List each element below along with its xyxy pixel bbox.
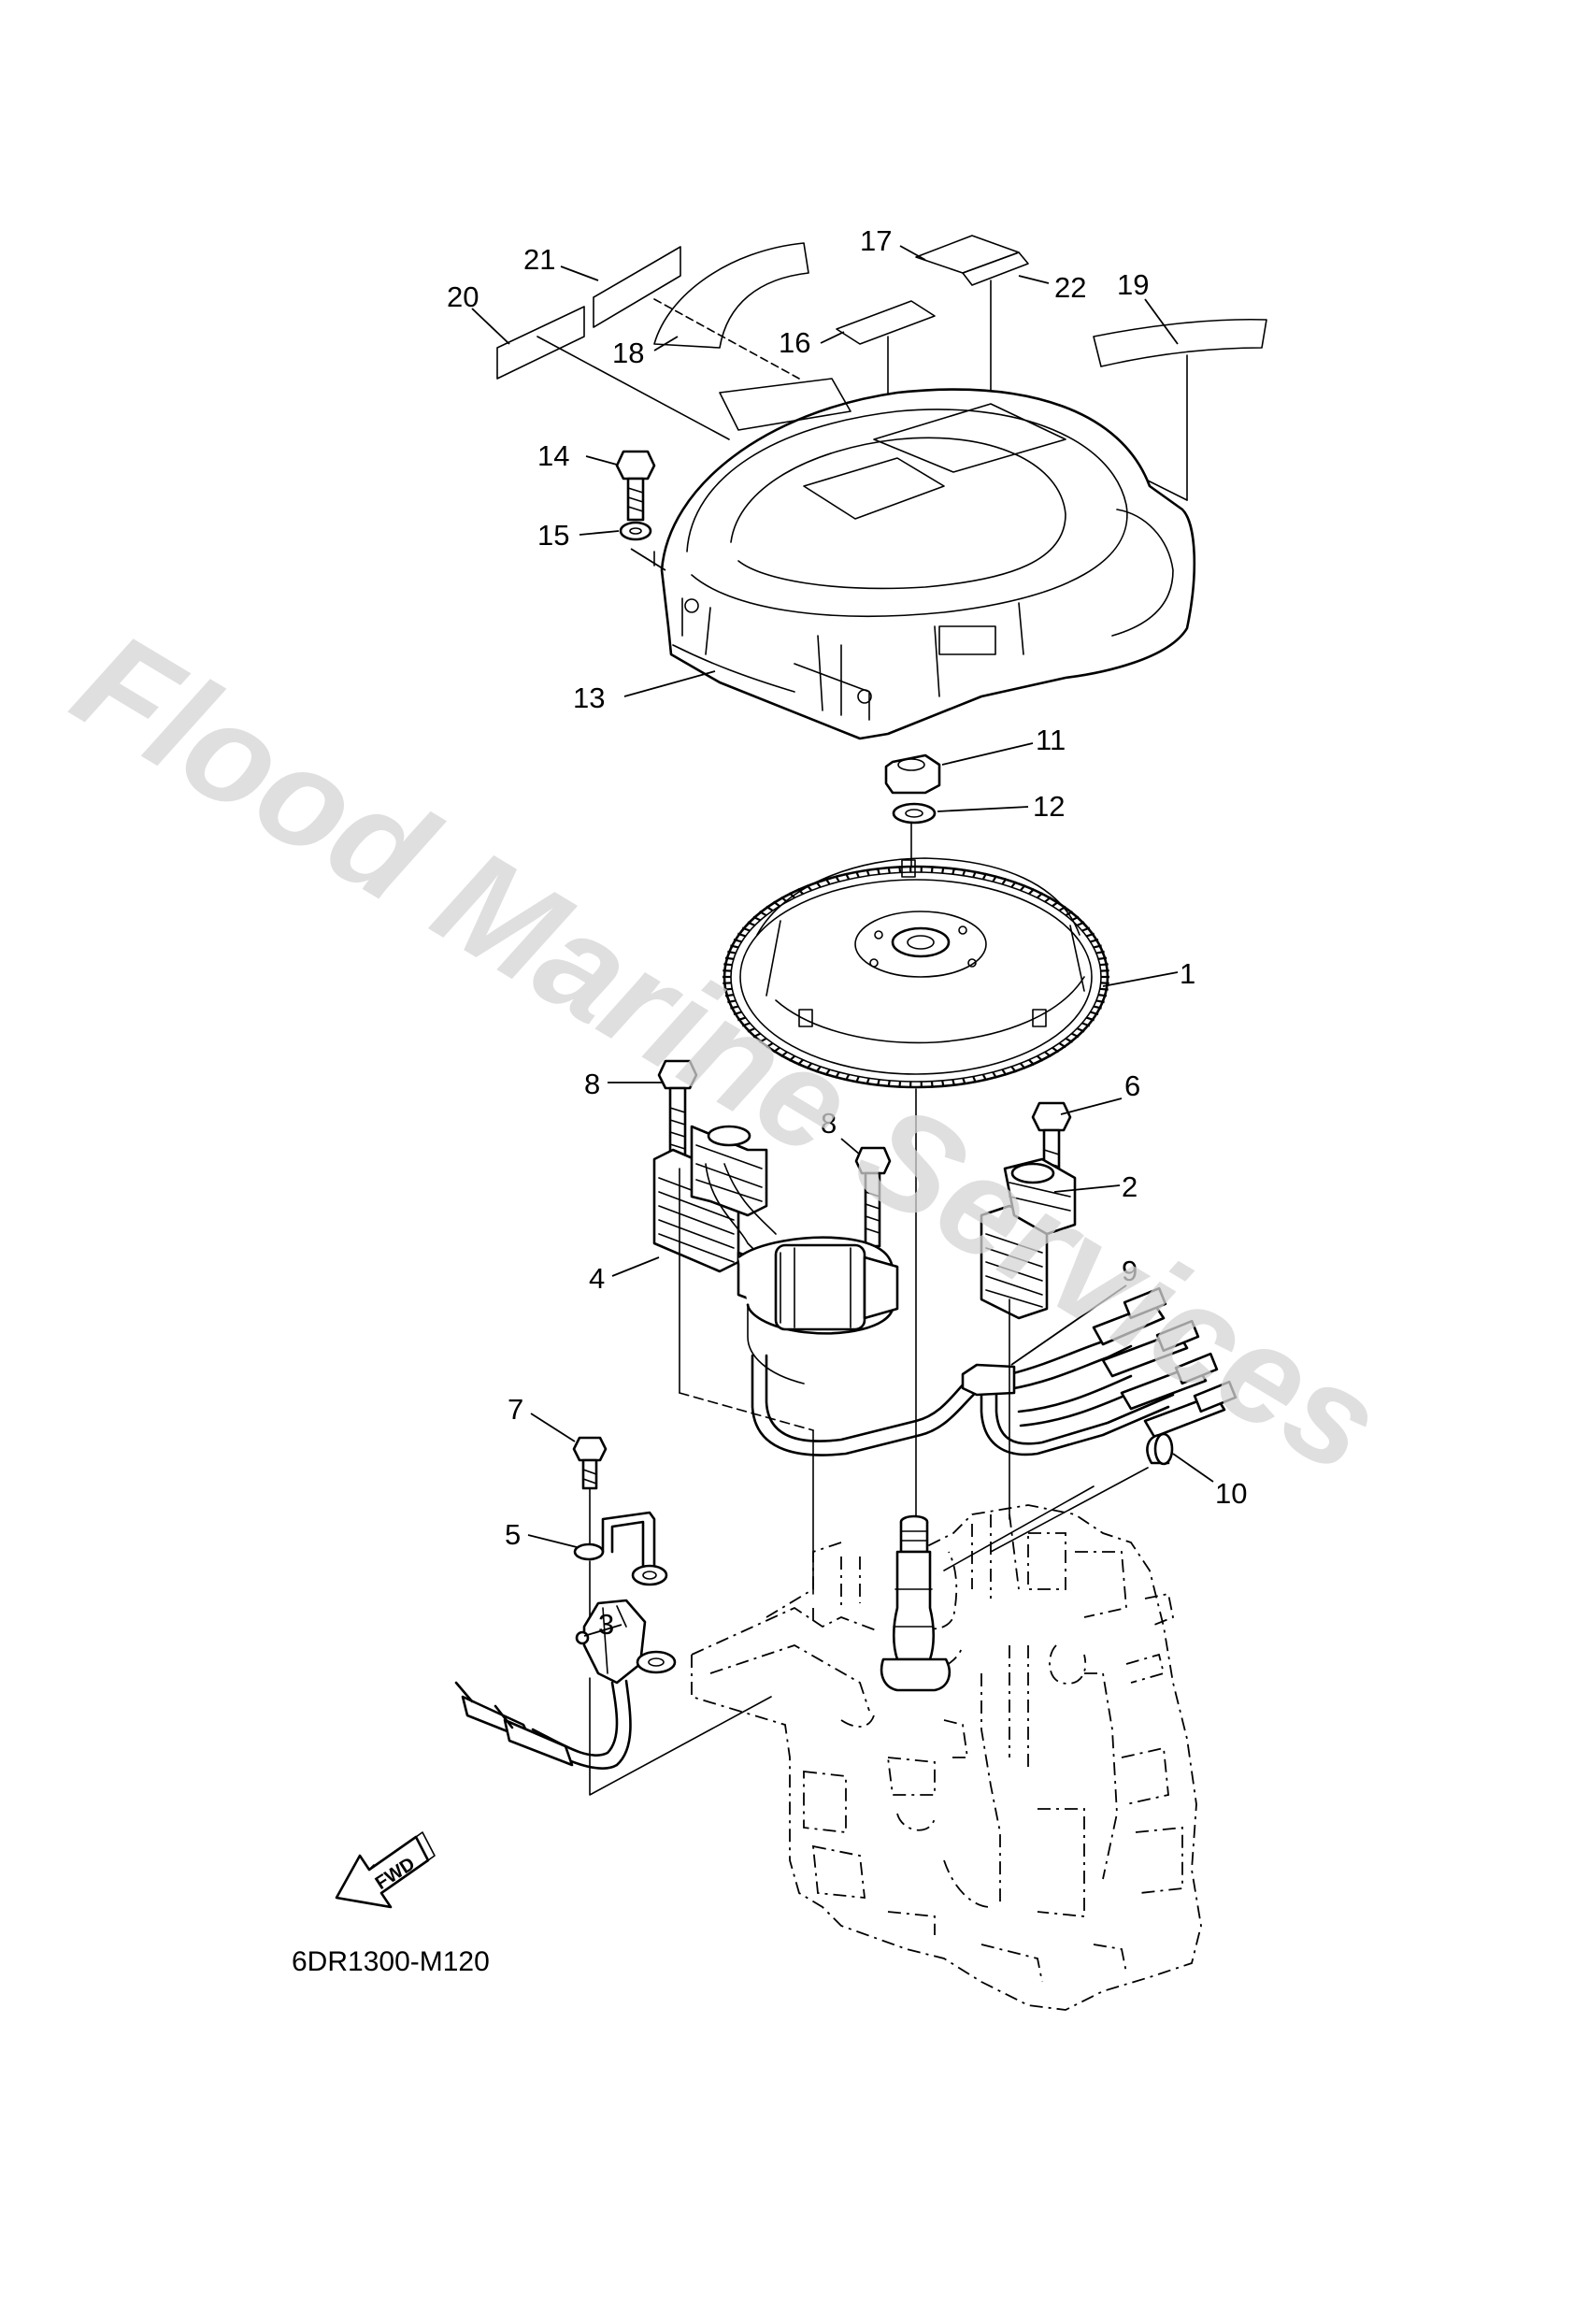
callout-21: 21 xyxy=(523,243,555,276)
watermark-text: Flood Marine Services xyxy=(50,601,1407,1502)
decal-16 xyxy=(837,301,935,344)
callout-5: 5 xyxy=(505,1518,521,1551)
decal-22 xyxy=(963,252,1028,285)
decal-19 xyxy=(1094,320,1266,366)
gear-tooth xyxy=(1100,964,1109,965)
gear-tooth xyxy=(889,867,890,873)
gear-tooth xyxy=(1098,958,1107,959)
callout-18: 18 xyxy=(612,337,644,369)
powerhead-phantom xyxy=(692,1505,1201,2010)
callout-15: 15 xyxy=(537,519,569,552)
callout-7: 7 xyxy=(508,1393,523,1426)
callout-8-left: 8 xyxy=(584,1068,600,1100)
callout-3: 3 xyxy=(598,1608,614,1641)
decal-20 xyxy=(497,307,584,379)
callout-4: 4 xyxy=(589,1262,605,1295)
callout-12: 12 xyxy=(1033,790,1065,823)
callout-11: 11 xyxy=(1036,724,1066,756)
gear-tooth xyxy=(942,1081,943,1087)
bolt-7 xyxy=(574,1438,606,1488)
cap-10 xyxy=(1147,1434,1172,1464)
callout-20: 20 xyxy=(447,280,479,313)
nut-11 xyxy=(886,755,939,793)
diagram-code: 6DR1300-M120 xyxy=(292,1946,490,1977)
decal-17 xyxy=(916,236,1019,273)
washer-12 xyxy=(894,804,935,823)
callout-10: 10 xyxy=(1215,1477,1247,1510)
fwd-arrow-icon: FWD xyxy=(336,1832,435,1907)
crankshaft xyxy=(881,1516,950,1690)
callout-22: 22 xyxy=(1054,271,1086,304)
washer-15 xyxy=(621,523,651,539)
callout-6: 6 xyxy=(1124,1069,1140,1102)
gear-tooth xyxy=(1098,995,1107,996)
callout-16: 16 xyxy=(779,326,810,359)
gear-tooth xyxy=(932,866,933,872)
callout-1: 1 xyxy=(1180,957,1195,990)
callout-19: 19 xyxy=(1117,268,1149,301)
callout-17: 17 xyxy=(860,224,892,257)
gear-tooth xyxy=(899,866,900,872)
gear-tooth xyxy=(942,867,943,873)
bolt-14 xyxy=(617,452,654,520)
sensor-3 xyxy=(456,1600,675,1769)
gear-tooth xyxy=(1100,989,1109,990)
bracket-5 xyxy=(575,1513,666,1585)
callout-14: 14 xyxy=(537,439,569,472)
callout-13: 13 xyxy=(573,681,605,714)
